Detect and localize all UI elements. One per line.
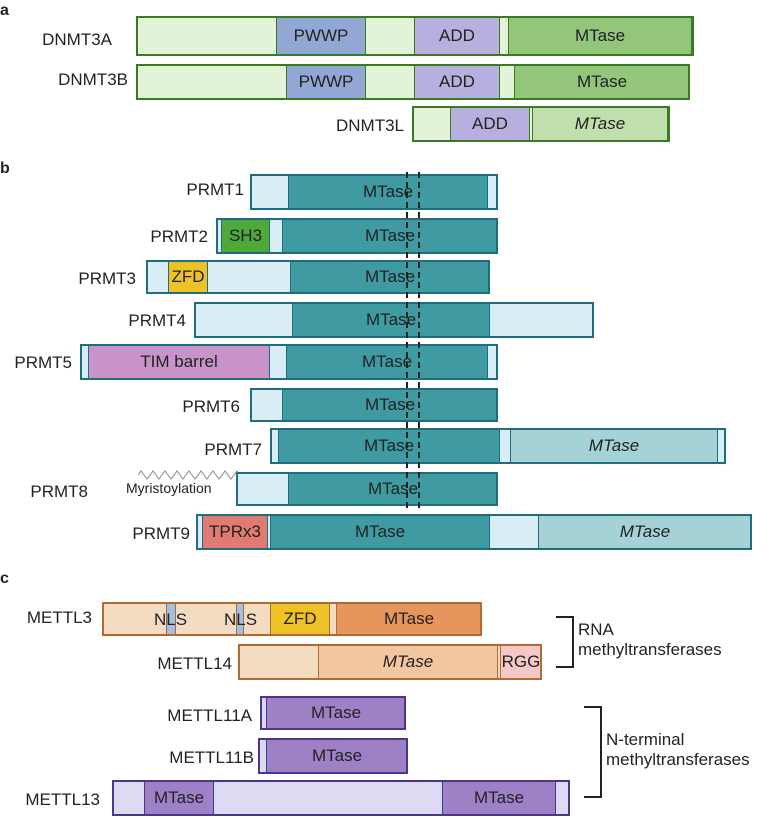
protein-name-prmt1: PRMT1 bbox=[186, 180, 244, 199]
domain-pwwp: PWWP bbox=[286, 66, 366, 98]
domain-zfd: ZFD bbox=[270, 604, 330, 634]
domain-mtase: MTase bbox=[266, 740, 406, 772]
alignment-dashed-line-1 bbox=[406, 172, 408, 508]
domain-mtase: MTase bbox=[144, 782, 214, 814]
group-label-nterm: N-terminal methyltransferases bbox=[606, 730, 750, 769]
domain-mtase: MTase bbox=[288, 176, 488, 208]
protein-name-prmt6: PRMT6 bbox=[182, 397, 240, 416]
protein-name-mettl11b: METTL11B bbox=[169, 748, 254, 767]
domain-pwwp: PWWP bbox=[276, 18, 366, 54]
domain-nls: NLS bbox=[224, 610, 258, 629]
domain-add: ADD bbox=[414, 18, 500, 54]
protein-bar-prmt1: MTase bbox=[250, 174, 498, 210]
domain-myristoylation: Myristoylation bbox=[126, 480, 212, 496]
domain-mtase: MTase bbox=[318, 646, 498, 678]
domain-add: ADD bbox=[450, 108, 530, 140]
domain-mtase: MTase bbox=[532, 108, 668, 140]
protein-name-dnmt3l: DNMT3L bbox=[335, 116, 404, 135]
protein-bar-prmt8: MTase bbox=[236, 472, 498, 506]
protein-bar-dnmt3b: PWWP ADD MTase bbox=[136, 64, 690, 100]
domain-mtase: MTase bbox=[278, 430, 500, 462]
protein-name-prmt2: PRMT2 bbox=[150, 227, 208, 246]
protein-bar-prmt4: MTase bbox=[194, 302, 594, 338]
domain-rgg: RGG bbox=[500, 646, 540, 678]
domain-mtase: MTase bbox=[270, 516, 490, 548]
domain-mtase: MTase bbox=[514, 66, 688, 98]
protein-name-mettl13: METTL13 bbox=[25, 790, 100, 809]
domain-zfd: ZFD bbox=[168, 262, 208, 292]
protein-name-mettl3: METTL3 bbox=[26, 608, 92, 627]
domain-mtase: MTase bbox=[266, 698, 404, 728]
group-label-rna: RNA methyltransferases bbox=[578, 620, 722, 659]
bracket-rna bbox=[556, 616, 574, 668]
panel-letter-c: c bbox=[0, 570, 9, 587]
panel-letter-b: b bbox=[0, 160, 10, 177]
panel-letter-a: a bbox=[0, 2, 9, 19]
domain-mtase: MTase bbox=[290, 262, 488, 292]
protein-bar-prmt7: MTase MTase bbox=[270, 428, 726, 464]
domain-mtase: MTase bbox=[292, 304, 490, 336]
domain-mtase: MTase bbox=[288, 474, 496, 504]
alignment-dashed-line-2 bbox=[418, 172, 420, 508]
domain-mtase: MTase bbox=[510, 430, 718, 462]
protein-bar-mettl13: MTase MTase bbox=[112, 780, 570, 816]
protein-bar-prmt3: ZFD MTase bbox=[146, 260, 490, 294]
protein-name-prmt3: PRMT3 bbox=[78, 269, 136, 288]
protein-name-prmt5: PRMT5 bbox=[14, 353, 72, 372]
protein-name-prmt7: PRMT7 bbox=[204, 440, 262, 459]
bracket-nterm bbox=[584, 706, 602, 798]
domain-mtase: MTase bbox=[286, 346, 488, 378]
domain-tim-barrel: TIM barrel bbox=[88, 346, 270, 378]
protein-name-prmt4: PRMT4 bbox=[128, 311, 186, 330]
domain-mtase: MTase bbox=[442, 782, 556, 814]
domain-sh3: SH3 bbox=[221, 220, 270, 252]
domain-add: ADD bbox=[414, 66, 500, 98]
domain-linker bbox=[166, 604, 176, 634]
protein-name-dnmt3a: DNMT3A bbox=[42, 30, 112, 49]
domain-mtase: MTase bbox=[538, 516, 750, 548]
domain-mtase: MTase bbox=[336, 604, 480, 634]
protein-bar-prmt6: MTase bbox=[250, 388, 498, 422]
protein-bar-prmt5: TIM barrel MTase bbox=[80, 344, 498, 380]
protein-name-mettl14: METTL14 bbox=[157, 654, 232, 673]
protein-bar-mettl11b: MTase bbox=[258, 738, 408, 774]
myristoylation-wave-icon bbox=[138, 470, 238, 480]
protein-bar-prmt2: SH3 MTase bbox=[216, 218, 498, 254]
domain-mtase: MTase bbox=[508, 18, 692, 54]
domain-tprx3: TPRx3 bbox=[202, 516, 268, 548]
domain-nls: NLS bbox=[154, 610, 188, 629]
protein-name-prmt9: PRMT9 bbox=[132, 524, 190, 543]
protein-name-dnmt3b: DNMT3B bbox=[58, 70, 128, 89]
domain-linker bbox=[236, 604, 244, 634]
domain-mtase: MTase bbox=[282, 390, 496, 420]
domain-mtase: MTase bbox=[282, 220, 496, 252]
protein-bar-mettl11a: MTase bbox=[260, 696, 406, 730]
protein-name-mettl11a: METTL11A bbox=[167, 706, 252, 725]
protein-name-prmt8: PRMT8 bbox=[30, 482, 88, 501]
